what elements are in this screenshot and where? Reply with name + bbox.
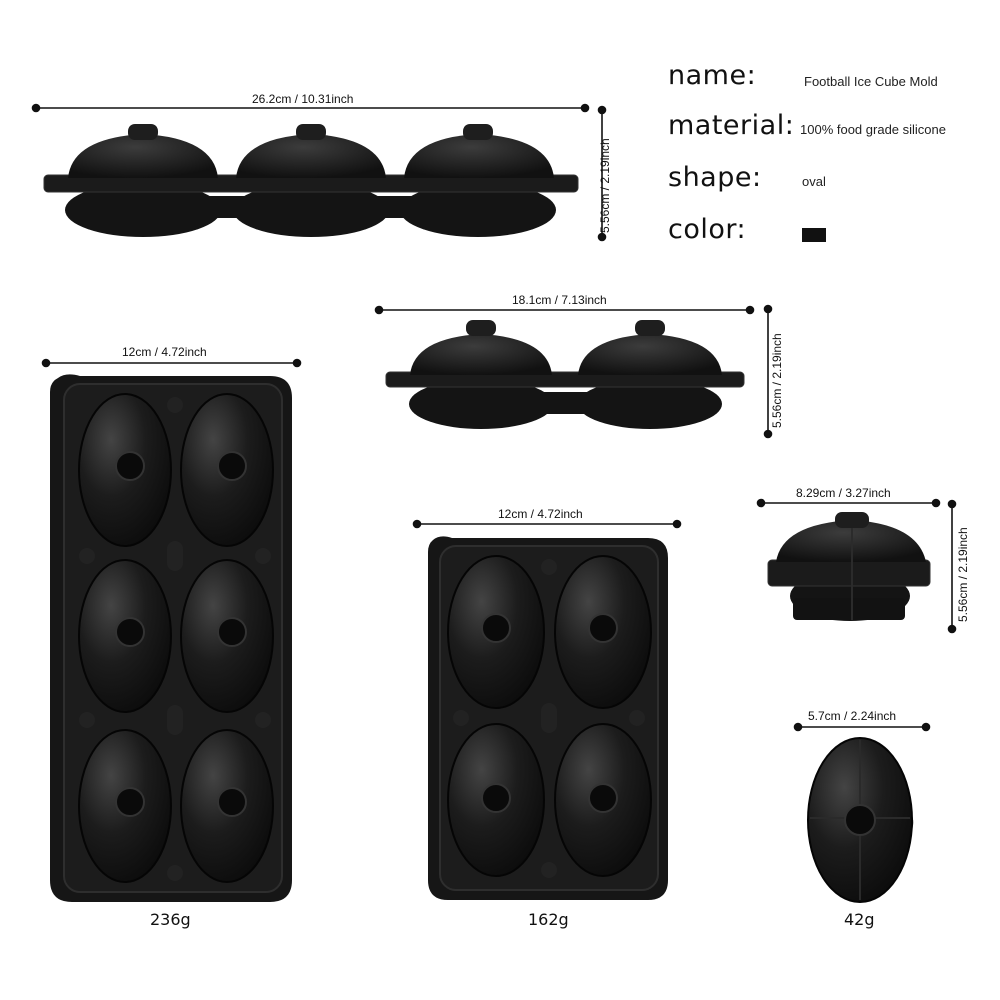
single-width-label: 8.29cm / 3.27inch: [796, 486, 891, 500]
tray2-width-label: 18.1cm / 7.13inch: [512, 293, 607, 307]
spec-material-value: 100% food grade silicone: [800, 122, 946, 137]
tray3-width-label: 26.2cm / 10.31inch: [252, 92, 354, 106]
spec-shape-key: shape:: [668, 162, 762, 193]
tray6-weight: 236g: [150, 910, 191, 929]
single-top-width-label: 5.7cm / 2.24inch: [808, 709, 897, 723]
spec-name-key: name:: [668, 60, 757, 91]
spec-name-value: Football Ice Cube Mold: [804, 74, 938, 89]
single-weight: 42g: [844, 910, 875, 929]
tray6-width-label: 12cm / 4.72inch: [122, 345, 207, 359]
tray4-weight: 162g: [528, 910, 569, 929]
color-swatch: [802, 228, 826, 242]
spec-material-key: material:: [668, 110, 795, 141]
spec-shape-value: oval: [802, 174, 826, 189]
tray4-width-label: 12cm / 4.72inch: [498, 507, 583, 521]
spec-color-key: color:: [668, 214, 747, 245]
